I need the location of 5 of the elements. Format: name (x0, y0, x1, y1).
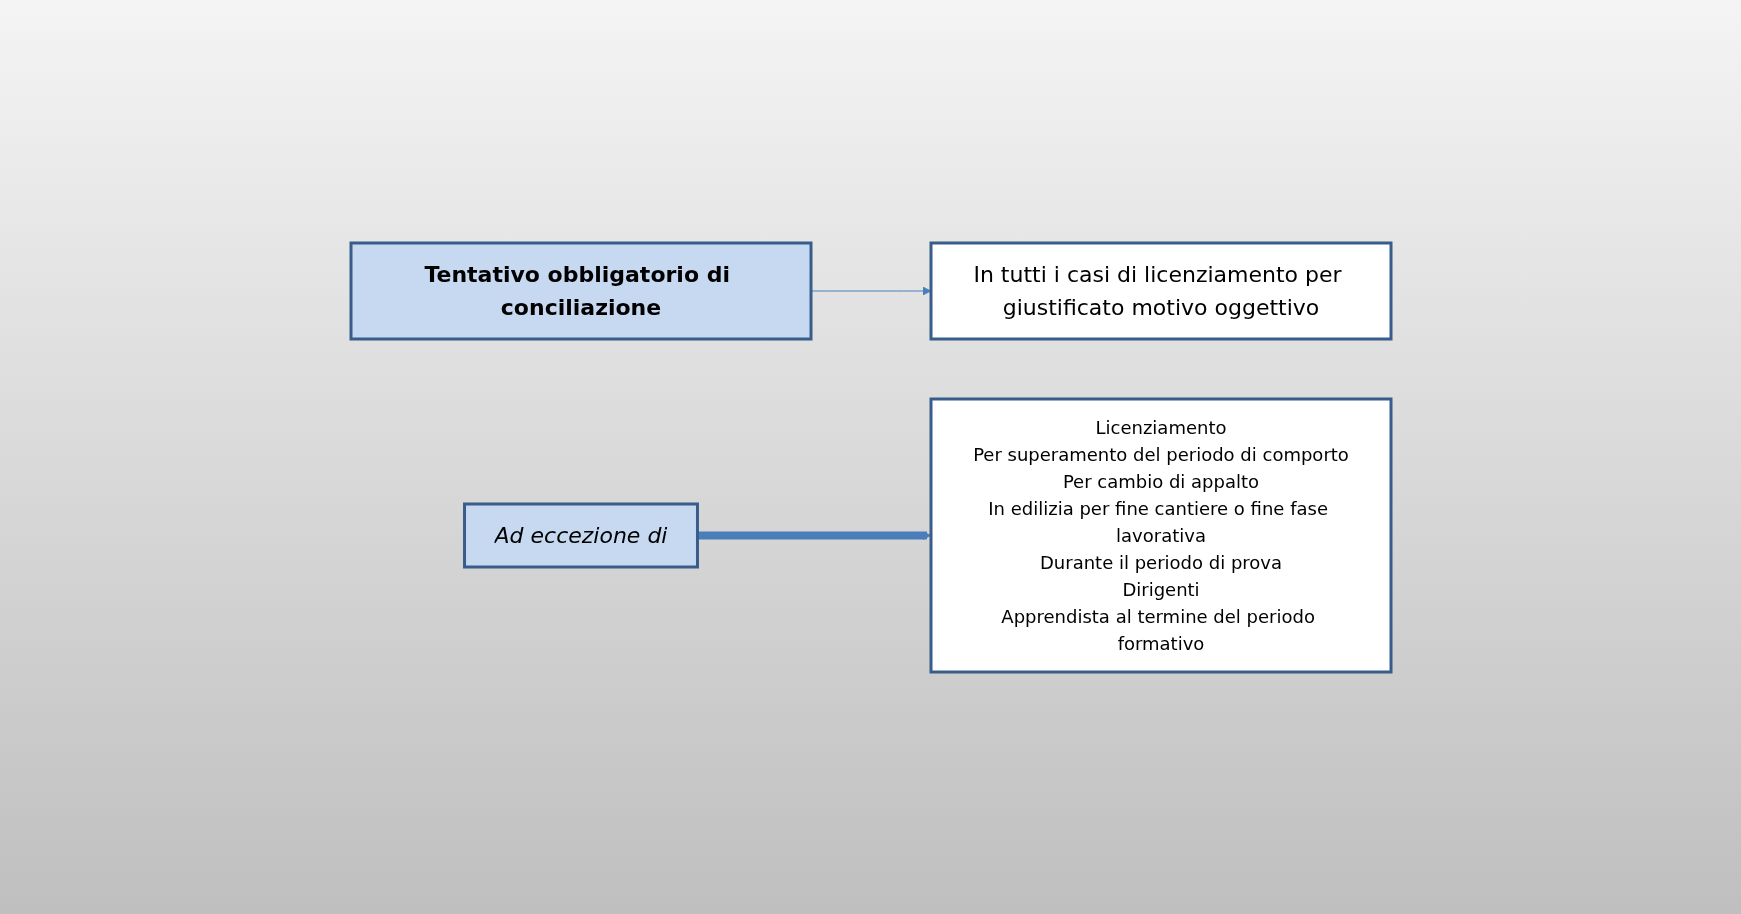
node-box: Tentativo obbligatorio di conciliazione (349, 241, 812, 340)
arrow (697, 530, 931, 540)
arrow (810, 286, 931, 295)
node-box: In tutti i casi di licenziamento per giustificato motivo oggettivo (929, 241, 1392, 340)
node-box: Licenziamento Per superamento del periodo di comporto Per cambio di appalto In edilizia per fine cantiere o fine fase lavorativa Durante il periodo di prova Dirigenti Apprendista al termine del periodo formativo (929, 397, 1392, 673)
